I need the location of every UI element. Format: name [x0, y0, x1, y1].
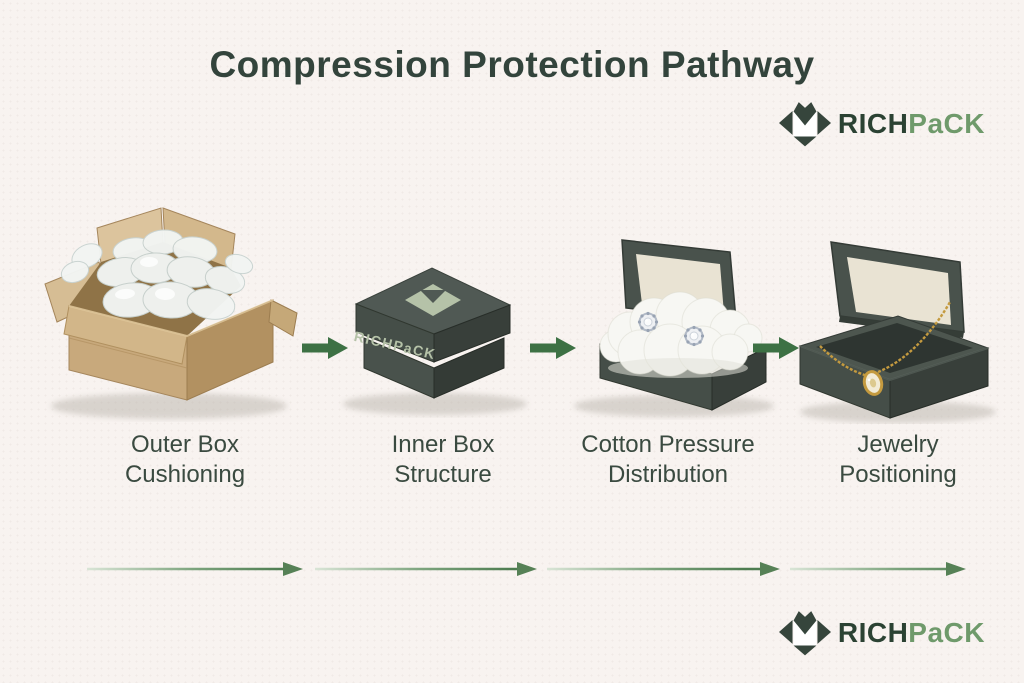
- richpack-gem-icon: [778, 102, 831, 147]
- base-front-right: [433, 337, 505, 399]
- step-arrow-3-icon: [753, 337, 799, 359]
- lid-front-right: [433, 304, 511, 363]
- timeline-arrow-1-icon: [87, 562, 303, 576]
- cushion-pad: [816, 323, 973, 373]
- outer-box-cushioning-illustration: [44, 207, 298, 419]
- timeline-arrow-2-icon: [315, 562, 537, 576]
- cotton-pressure-illustration: [574, 239, 774, 417]
- brand-wordmark: RICHPaCK: [838, 619, 985, 647]
- brand-logo-top: RICHPaCK: [778, 101, 985, 147]
- brand-logo-bottom: RICHPaCK: [778, 610, 985, 656]
- page-title: Compression Protection Pathway: [209, 44, 815, 85]
- label-line: Structure: [394, 461, 492, 488]
- label-line: Cushioning: [124, 461, 246, 488]
- brand-name-rich: RICH: [837, 108, 909, 139]
- label-line: Jewelry: [857, 431, 939, 458]
- jewelry-positioning-illustration: [798, 241, 996, 423]
- brand-wordmark: RICHPaCK: [838, 110, 985, 138]
- label-line: Distribution: [607, 461, 729, 488]
- pearl-earrings: [637, 311, 705, 347]
- box-shadow: [51, 393, 287, 419]
- richpack-gem-icon: [778, 611, 831, 656]
- label-inner-box-structure: Inner Box Structure: [311, 430, 575, 490]
- richpack-gem-icon: [405, 284, 461, 316]
- timeline-arrow-4-icon: [790, 562, 966, 576]
- label-outer-box-cushioning: Outer Box Cushioning: [53, 430, 317, 490]
- label-line: Positioning: [839, 461, 957, 488]
- label-jewelry-positioning: Jewelry Positioning: [766, 430, 1024, 490]
- timeline-arrow-3-icon: [547, 562, 780, 576]
- brand-name-pack: PaCK: [908, 108, 985, 139]
- step-arrow-1-icon: [302, 337, 348, 359]
- label-line: Outer Box: [130, 431, 240, 458]
- cushion-highlights: [115, 256, 175, 301]
- label-line: Inner Box: [391, 431, 495, 458]
- gold-necklace: [819, 301, 952, 396]
- inner-box-structure-illustration: RICHPaCK: [343, 267, 527, 415]
- step-arrow-2-icon: [530, 337, 576, 359]
- pendant: [862, 370, 884, 396]
- brand-name-pack: PaCK: [908, 617, 985, 648]
- label-cotton-pressure-distribution: Cotton Pressure Distribution: [536, 430, 800, 490]
- brand-name-rich: RICH: [837, 617, 909, 648]
- lid-interior: [847, 257, 951, 325]
- base-right: [711, 347, 767, 411]
- label-line: Cotton Pressure: [581, 431, 755, 458]
- box-shadow: [343, 393, 527, 415]
